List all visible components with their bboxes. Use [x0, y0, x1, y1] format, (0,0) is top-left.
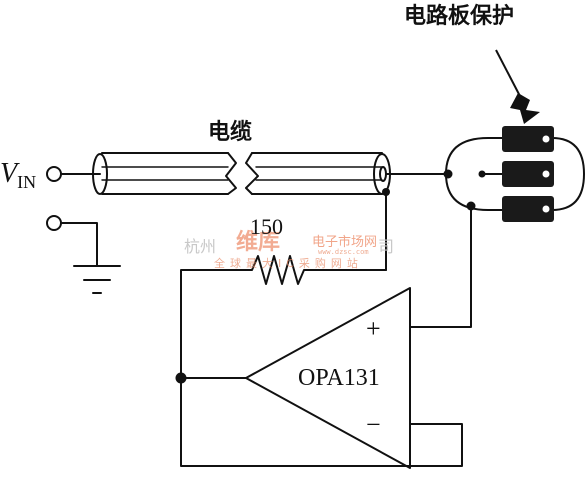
- opamp-label: OPA131: [298, 365, 380, 391]
- resistor-label: 150: [250, 214, 283, 239]
- watermark-slogan: 全球最大IC采购网站: [214, 257, 363, 270]
- guard-ring: [445, 137, 585, 211]
- vin-label: VIN: [0, 158, 37, 192]
- vin-terminal: [46, 166, 62, 182]
- ground-terminal: [46, 215, 62, 231]
- vin-label-sub: IN: [17, 172, 37, 192]
- watermark-company: 司: [378, 237, 395, 256]
- watermark-text-right: 电子市场网: [312, 235, 378, 250]
- output-node-dot: [175, 372, 187, 384]
- guard-to-plus-wire: [409, 205, 472, 328]
- resistor-150: [245, 255, 387, 285]
- ground-wire: [60, 222, 98, 267]
- board-guard-label: 电路板保护: [404, 4, 515, 29]
- watermark-url: www.dzsc.com: [318, 248, 369, 256]
- minus-input-label: −: [366, 410, 381, 439]
- ground-symbol: [73, 265, 121, 294]
- shield-node-dot: [382, 188, 390, 196]
- cable-label: 电缆: [208, 120, 253, 145]
- minus-feedback-wire: [180, 377, 463, 467]
- signal-node-dot: [443, 169, 453, 179]
- board-pads: [502, 126, 554, 222]
- vin-label-main: V: [0, 158, 18, 189]
- cable-right-segment: [245, 152, 391, 195]
- guard-node-dot: [466, 201, 476, 211]
- opamp-body: [245, 287, 411, 469]
- guard-arrow: [510, 93, 540, 124]
- watermark-text-left: 杭州: [184, 237, 217, 256]
- plus-input-label: +: [366, 314, 381, 343]
- feedback-wire-left: [180, 269, 247, 379]
- cable-left-segment: [92, 152, 237, 195]
- watermark-logo: 维库: [236, 230, 281, 255]
